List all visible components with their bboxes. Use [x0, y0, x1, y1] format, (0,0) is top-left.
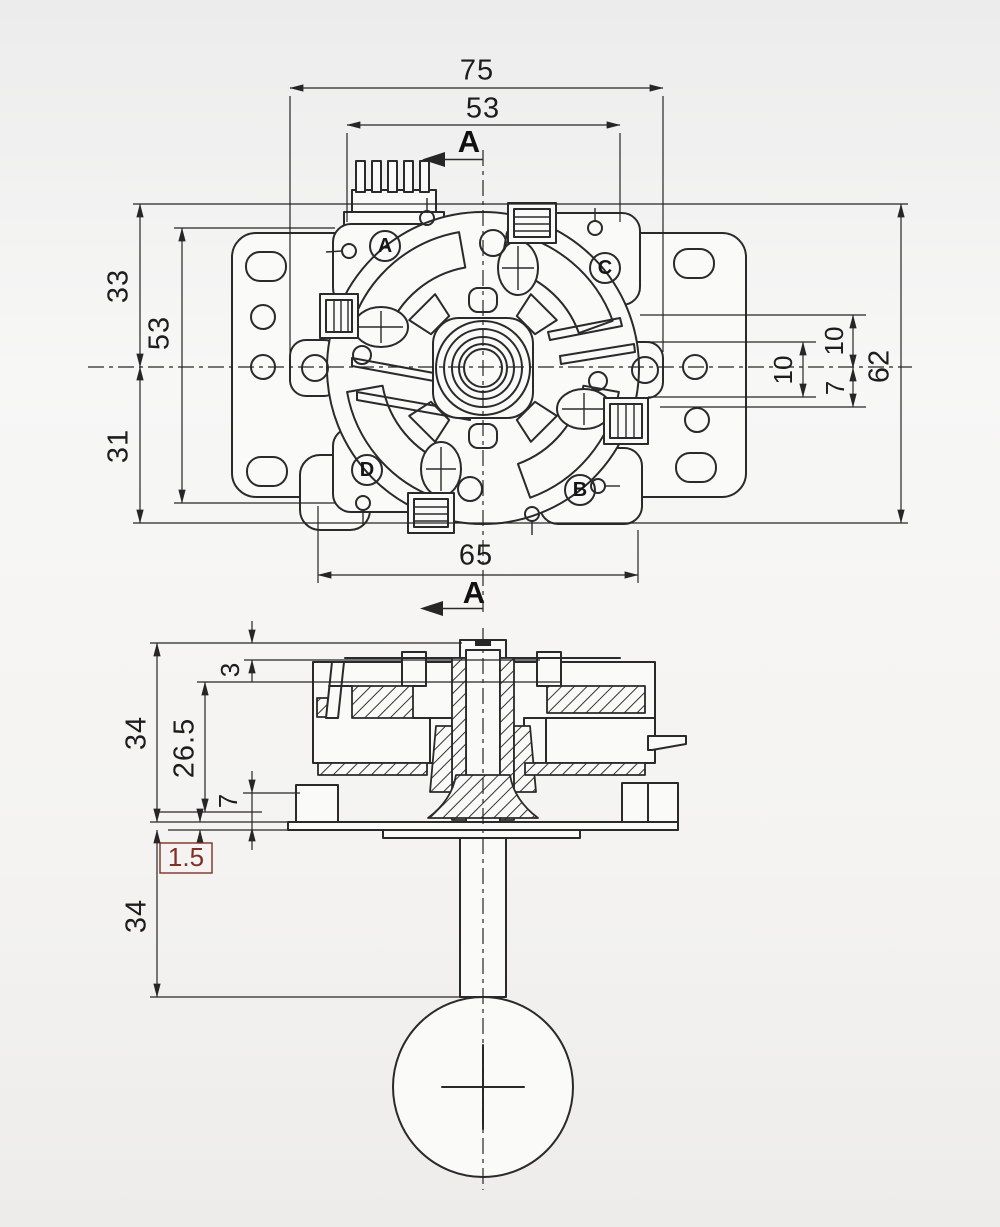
switch-lever-right	[647, 735, 687, 751]
plate-slot-bottom-left	[246, 456, 288, 487]
plate-hole-right-lower	[684, 407, 710, 433]
trapezoid-slots	[408, 293, 558, 443]
dim-body-height: 26.5	[169, 718, 201, 778]
section-markers: A A	[420, 124, 485, 616]
dim-shaft-length: 34	[121, 899, 153, 933]
top-view-dimensions: 75 53 65 33 31 53 10 10 7 62	[103, 55, 908, 583]
gate-hole-s	[457, 476, 483, 502]
switch-label-a: A	[369, 230, 401, 262]
switch-letter-b: B	[573, 479, 587, 501]
top-view: A C D B	[231, 160, 747, 535]
plate-slot-top-left	[245, 251, 287, 282]
dim-lower-height: 31	[103, 429, 135, 463]
gate-hole-w	[352, 345, 372, 365]
dust-washer-cone	[427, 774, 539, 819]
switch-label-b: B	[564, 474, 596, 506]
section-label-bottom: A	[463, 575, 485, 610]
gate-hole-n	[479, 229, 507, 257]
dim-plate-thickness: 1.5	[168, 842, 204, 872]
dim-upper-34: 34	[121, 716, 153, 750]
dim-plate-height: 53	[144, 316, 176, 350]
restrictor-plate-section	[382, 829, 581, 839]
dim-base-height: 7	[213, 794, 243, 808]
switch-label-c: C	[589, 252, 621, 284]
section-arrow-bottom	[420, 601, 443, 616]
section-label-top: A	[458, 124, 480, 159]
lug-hole-right	[631, 356, 659, 384]
switch-label-d: D	[351, 454, 383, 486]
dim-upper-height: 33	[103, 269, 135, 303]
plate-slot-bottom-right	[675, 452, 717, 483]
switch-letter-c: C	[598, 257, 612, 279]
gate-hole-e	[588, 371, 608, 391]
switch-blocks	[319, 202, 649, 534]
dim-inner-width: 53	[466, 93, 500, 125]
dim-hole-offset-upper: 10	[819, 327, 849, 356]
plate-hole-left-upper	[250, 304, 276, 330]
switch-letter-d: D	[360, 459, 374, 481]
terminal-pins	[325, 198, 620, 535]
section-arrow-top	[422, 152, 445, 167]
centerlines	[88, 150, 912, 1190]
dim-hole-offset-lower: 7	[820, 381, 850, 395]
switch-letter-a: A	[378, 235, 392, 257]
side-view	[287, 639, 687, 1178]
dim-hole-offset-inner: 10	[768, 356, 798, 385]
lug-hole-left	[301, 354, 329, 382]
side-view-dimensions: 34 3 26.5 7 1.5 34	[121, 621, 560, 998]
dim-top-clearance: 3	[215, 663, 245, 677]
dim-overall-height: 62	[864, 349, 896, 383]
switch-lever-left	[325, 661, 345, 719]
dim-overall-width: 75	[460, 55, 494, 87]
dim-body-width: 65	[459, 540, 493, 572]
plate-slot-top-right	[673, 248, 715, 279]
